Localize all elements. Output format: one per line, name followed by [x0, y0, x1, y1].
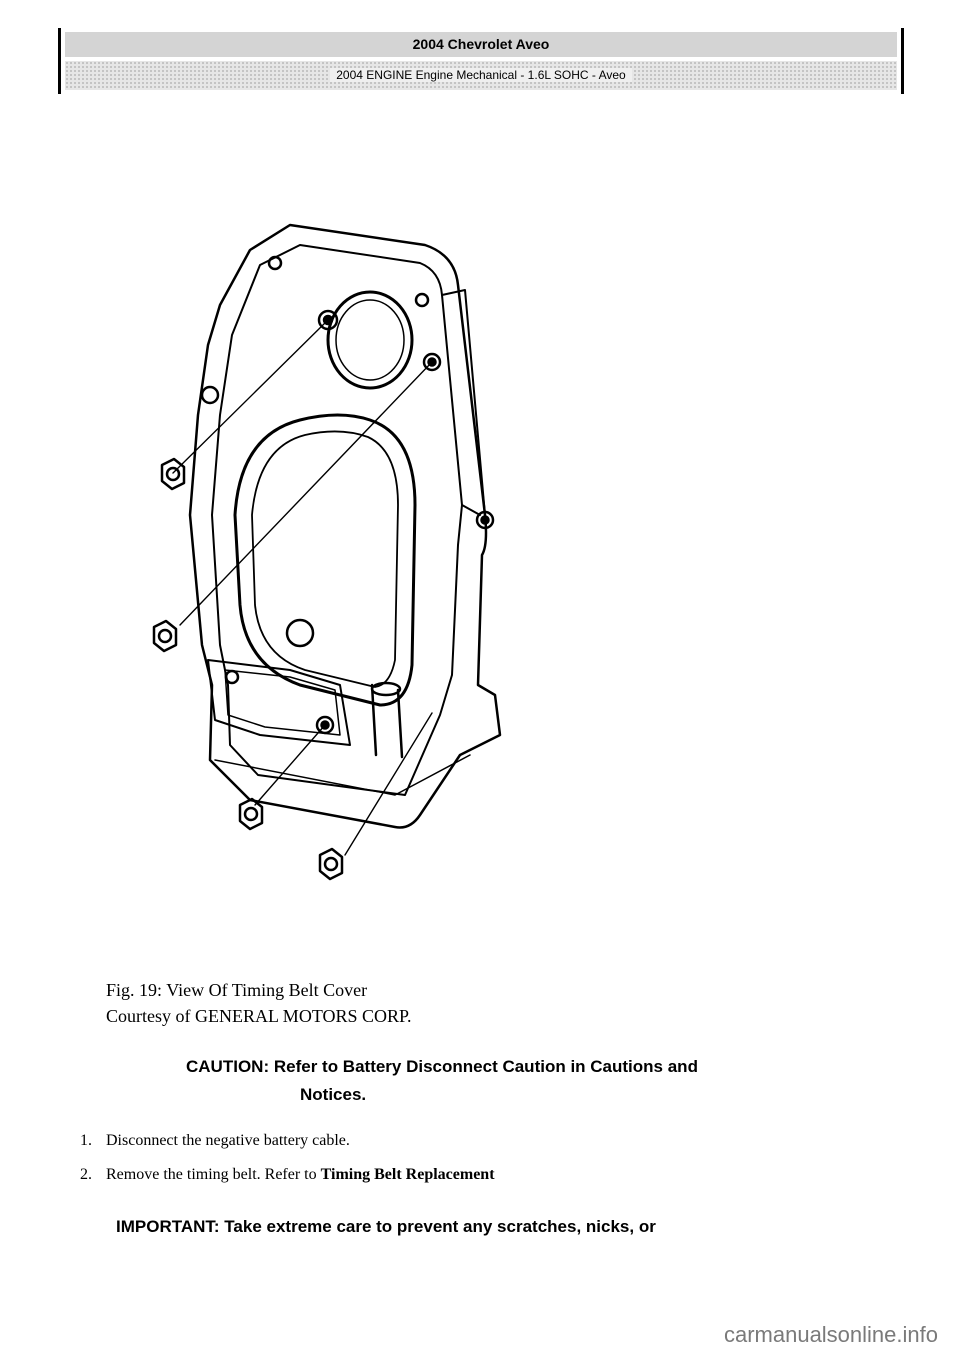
bolt-icon-lower-left	[238, 797, 264, 831]
step-text: Disconnect the negative battery cable.	[106, 1132, 350, 1149]
timing-belt-cover-illustration	[152, 223, 502, 881]
document-title: 2004 Chevrolet Aveo	[65, 32, 897, 57]
bolt-icon-upper	[160, 457, 186, 491]
step-1: 1. Disconnect the negative battery cable.	[80, 1128, 495, 1162]
step-2: 2. Remove the timing belt. Refer to Timin…	[80, 1162, 495, 1196]
figure-credit: Courtesy of GENERAL MOTORS CORP.	[106, 1006, 412, 1026]
document-subtitle: 2004 ENGINE Engine Mechanical - 1.6L SOH…	[330, 68, 632, 82]
figure-caption: Fig. 19: View Of Timing Belt Cover Court…	[106, 977, 412, 1029]
document-subtitle-bar: 2004 ENGINE Engine Mechanical - 1.6L SOH…	[65, 61, 897, 90]
caution-text: Refer to Battery Disconnect Caution in C…	[273, 1057, 698, 1076]
important-text: Take extreme care to prevent any scratch…	[224, 1217, 656, 1236]
figure-title: Fig. 19: View Of Timing Belt Cover	[106, 980, 368, 1000]
step-text: Remove the timing belt. Refer to	[106, 1166, 321, 1183]
important-label: IMPORTANT:	[116, 1217, 220, 1236]
site-watermark: carmanualsonline.info	[723, 1322, 938, 1347]
important-note: IMPORTANT: Take extreme care to prevent …	[116, 1213, 656, 1241]
page-header: 2004 Chevrolet Aveo 2004 ENGINE Engine M…	[58, 28, 904, 94]
caution-text-continued: Notices.	[300, 1085, 367, 1104]
bolt-icon-middle	[152, 619, 178, 653]
step-number: 1.	[80, 1132, 92, 1149]
step-number: 2.	[80, 1166, 92, 1183]
caution-label: CAUTION:	[186, 1057, 270, 1076]
procedure-steps: 1. Disconnect the negative battery cable.…	[80, 1128, 495, 1196]
bolt-icon-lower-right	[318, 847, 344, 881]
caution-note: CAUTION: Refer to Battery Disconnect Cau…	[186, 1053, 886, 1109]
timing-belt-replacement-link[interactable]: Timing Belt Replacement	[320, 1166, 495, 1183]
